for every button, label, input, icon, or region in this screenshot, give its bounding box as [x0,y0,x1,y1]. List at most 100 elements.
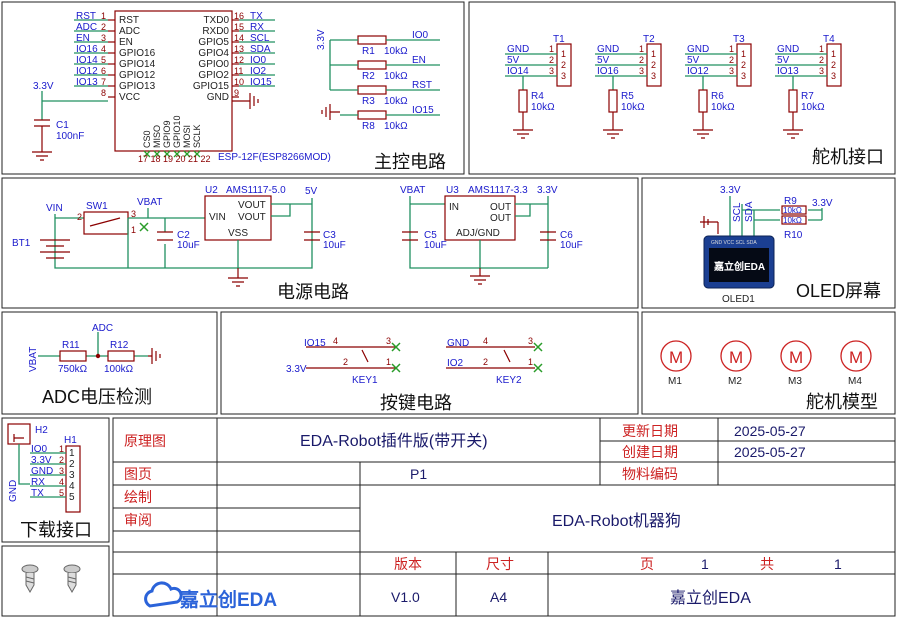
r11-value: 750kΩ [58,364,88,375]
servo-pin-index: 2 [831,60,836,70]
battery-symbol [40,239,70,259]
c1-value: 100nF [56,131,84,142]
esp-pin-label: ADC [119,26,140,37]
servo-net-label: 5V [687,55,700,66]
esp-pin-label: TXD0 [203,15,229,26]
key2-nc-icons [533,342,543,373]
motor-icon [780,340,812,372]
servo-net-label: GND [777,44,799,55]
esp-pin-label: GPIO5 [198,37,229,48]
esp-pin-label: EN [119,37,133,48]
servo-pin-number: 2 [639,55,644,65]
download-pin-label: RX [31,477,45,488]
title-block: 原理图 EDA-Robot插件版(带开关) 更新日期 2025-05-27 创建… [113,418,895,616]
oled-circuit: 3.3V 3.3V R9 R10 10kΩ 10kΩ SCL SDA GND V… [700,185,833,305]
oled-gnd-icon [700,216,719,234]
r8-gnd-icon [321,104,340,120]
r10-value: 10kΩ [783,216,802,225]
key-circuit: IO15 3.3V 4 3 2 1 KEY1 GND IO2 4 3 2 1 K… [286,336,543,386]
main-frame [1,1,465,175]
download-pin-index: 3 [69,470,75,481]
u2-body [204,195,272,241]
pullup-resistor [357,35,387,45]
esp-body [114,10,233,152]
servo-pin-index: 1 [561,49,566,59]
esp-net-label: IO0 [250,55,267,66]
u3-out-net: 3.3V [537,185,558,196]
servo-pin-number: 2 [549,55,554,65]
motor-glyph: M [669,348,683,367]
motor-ref: M3 [788,376,802,387]
c6-ref: C6 [560,230,573,241]
vcc-wire [41,91,108,120]
c5-value: 10uF [424,240,447,251]
esp-pin-label: GPIO16 [119,48,156,59]
servo-res-ref: R5 [621,91,634,102]
esp-bottom-pin-label: SCLK [192,124,202,148]
u3-out-wire [479,196,549,268]
servo-net-label: IO12 [687,66,709,77]
c2-ref: C2 [177,230,190,241]
servo-ref: T4 [823,34,835,45]
esp-pin-label: GPIO15 [193,81,230,92]
u3-body [444,195,516,241]
key1-net-top: IO15 [304,338,326,349]
esp-bottom-pin-label: GPIO9 [162,120,172,148]
servo-pin-index: 1 [741,49,746,59]
esp-net-label: RST [76,11,96,22]
pullup-ref: R3 [362,96,375,107]
servo-res-value: 10kΩ [801,102,825,113]
adc-gnd-icon [148,348,161,364]
motor-ref: M4 [848,376,862,387]
h1-ref: H1 [64,435,77,446]
key1-ref: KEY1 [352,375,378,386]
nc-x-icon [193,150,201,158]
esp-net-label: IO15 [250,77,272,88]
tb-size-value: A4 [490,589,507,605]
esp-net-label: IO14 [76,55,98,66]
motor-ref: M1 [668,376,682,387]
nc-x-icon [153,150,161,158]
u3-pin-adj: ADJ/GND [456,228,500,239]
key1-pin3: 3 [386,336,391,346]
servo-frame [468,1,896,175]
servo-pin-number: 2 [729,55,734,65]
vin-net: VIN [46,203,63,214]
c3-value: 10uF [323,240,346,251]
section-title-keys: 按键电路 [380,393,452,413]
tb-schematic-label: 原理图 [124,433,166,449]
screw-icon [63,564,81,594]
pullup-value: 10kΩ [384,46,408,57]
download-pin-number: 5 [59,488,64,498]
esp-pin-number: 10 [234,77,244,87]
section-title-servo: 舵机接口 [812,147,884,167]
servo-pin-index: 3 [651,71,656,81]
motor-icon [660,340,692,372]
vbat-net-power: VBAT [137,197,162,208]
oled-net-33-right: 3.3V [812,198,833,209]
adc-net: ADC [92,323,113,334]
oled-pin-labels: GND VCC SCL SDA [711,240,757,246]
key2-net-top: GND [447,338,469,349]
h1-body [65,445,81,513]
u2-value: AMS1117-5.0 [226,185,286,196]
oled-scl-net: SCL [732,202,743,222]
pullup-value: 10kΩ [384,96,408,107]
servo-pin-index: 3 [561,71,566,81]
nc-x-icon [183,150,191,158]
servo-res-value: 10kΩ [531,102,555,113]
pullup-net-label: IO15 [412,105,434,116]
sw1-lever [89,217,121,227]
c6-symbol [540,231,556,241]
sw1-pin2: 2 [77,212,82,222]
key1-pin1: 1 [386,357,391,367]
lceda-logo: 嘉立创EDA [144,581,277,611]
esp-pin-number: 8 [101,88,106,98]
tb-size-label: 尺寸 [486,556,514,572]
esp-pin-number: 9 [234,88,239,98]
servo-net-label: IO13 [777,66,799,77]
